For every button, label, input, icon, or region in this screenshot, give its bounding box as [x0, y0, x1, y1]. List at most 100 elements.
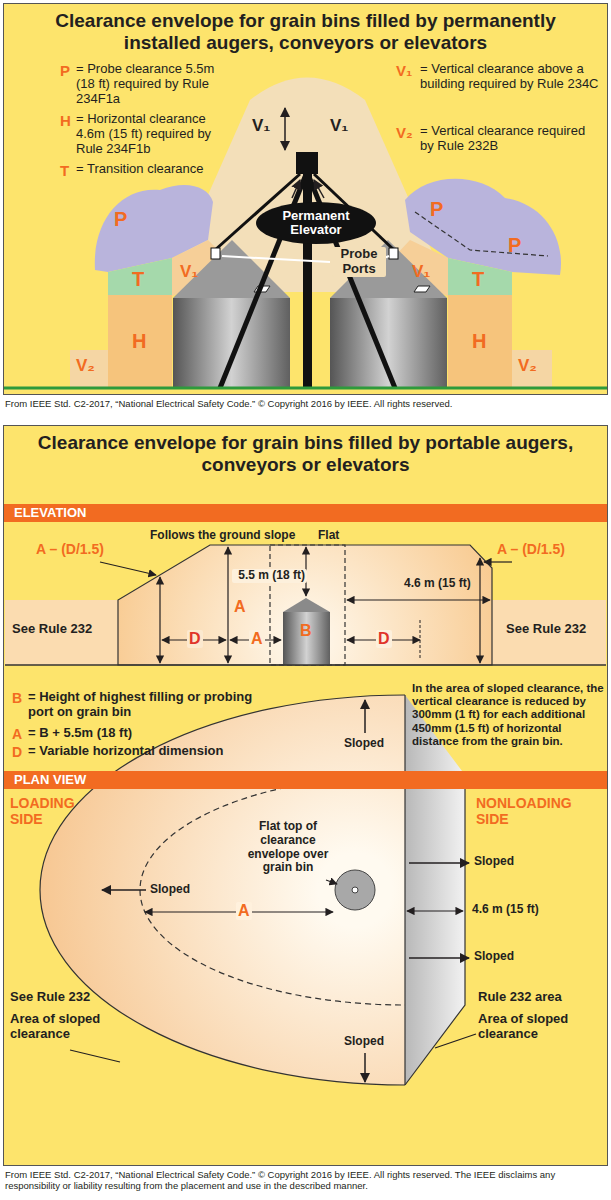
copyright-caption: From IEEE Std. C2-2017, “National Electr… — [5, 399, 605, 410]
region-letter: T — [472, 268, 484, 291]
plan-note: Flat top of clearance envelope over grai… — [238, 820, 338, 875]
legend-letter: H — [60, 112, 71, 129]
top-panel-art-part — [284, 108, 286, 150]
region-letter: H — [132, 330, 146, 353]
bottom-panel-art-part — [409, 862, 469, 864]
bottom-panel-art-part — [435, 1034, 476, 1048]
top-panel-art-part — [292, 180, 300, 198]
bottom-panel-art-part — [283, 612, 330, 665]
top-panel-art-part — [330, 240, 447, 298]
bottom-panel-art-part — [404, 695, 405, 1085]
top-panel-art-part — [222, 256, 330, 262]
region-letter: V₁ — [180, 262, 198, 282]
bottom-panel-art-part — [118, 545, 492, 665]
rule-note: Rule 232 area — [478, 990, 562, 1005]
legend-text: = Transition clearance — [76, 162, 226, 177]
legend-text: = Vertical clearance above a building re… — [420, 62, 602, 92]
callout-label: Probe Ports — [332, 247, 386, 277]
top-panel-art-part — [108, 258, 172, 295]
bottom-panel-art-part — [409, 957, 469, 959]
panel-title: Clearance envelope for grain bins filled… — [33, 432, 578, 477]
legend-text: = Height of highest filling or probing p… — [28, 690, 253, 720]
bottom-panel-art-part — [70, 1050, 120, 1062]
explanatory-note: In the area of sloped clearance, the ver… — [412, 682, 606, 748]
dimension-letter: D — [376, 630, 392, 648]
bottom-panel-art-part — [5, 664, 606, 666]
dimension-note: Follows the ground slope — [150, 529, 295, 543]
bottom-panel-art-part — [283, 598, 330, 612]
top-panel-art-part — [108, 295, 172, 388]
dimension-note: Flat — [318, 529, 339, 543]
bottom-panel-art-part — [159, 577, 160, 663]
legend-text: = Variable horizontal dimension — [28, 744, 253, 759]
region-letter: V₁ — [252, 116, 270, 136]
region-letter: P — [430, 198, 443, 221]
bottom-panel-art-part — [405, 775, 465, 1085]
legend-text: = Vertical clearance required by Rule 23… — [420, 124, 602, 154]
bottom-panel-art-part — [100, 562, 156, 575]
slope-label: Sloped — [474, 855, 514, 869]
side-heading: LOADING SIDE — [10, 795, 90, 827]
elevator-label: Permanent Elevator — [271, 209, 361, 238]
top-panel-art-part — [3, 3, 608, 395]
bottom-panel-art-part — [140, 775, 405, 1005]
area-note: Area of sloped clearance — [478, 1012, 590, 1042]
legend-letter: D — [12, 744, 22, 760]
region-letter: P — [114, 208, 127, 231]
bottom-panel-art-part — [102, 889, 146, 891]
top-panel-art-part — [448, 295, 512, 388]
legend-letter: T — [60, 162, 69, 179]
bottom-panel-art-part — [3, 425, 608, 1166]
dimension-letter: A — [236, 902, 252, 920]
slope-label: Sloped — [344, 1035, 384, 1049]
bottom-panel-art-part — [326, 880, 337, 884]
dimension-letter: A — [234, 598, 246, 616]
rule-note: See Rule 232 — [506, 622, 586, 637]
bottom-panel-art-part — [270, 545, 345, 665]
dimension-letter: D — [187, 630, 203, 648]
panel-title: Clearance envelope for grain bins filled… — [33, 10, 578, 55]
slope-label: Sloped — [150, 883, 190, 897]
top-panel-art-part — [3, 387, 608, 390]
top-panel-art-part — [389, 248, 398, 259]
bottom-panel-art-part — [352, 887, 358, 893]
region-letter: H — [472, 330, 486, 353]
rule-note: See Rule 232 — [12, 622, 92, 637]
dimension-formula: A – (D/1.5) — [36, 541, 104, 557]
bottom-panel-art-part — [405, 695, 465, 1085]
legend-letter: V₂ — [396, 124, 413, 141]
bottom-panel-art-part — [364, 700, 366, 733]
bottom-panel-art-part — [335, 870, 375, 910]
area-note: Area of sloped clearance — [10, 1012, 110, 1042]
region-letter: V₁ — [330, 116, 348, 136]
region-letter: V₂ — [76, 356, 95, 376]
legend-letter: A — [12, 726, 22, 742]
slope-label: Sloped — [344, 737, 384, 751]
rule-note: See Rule 232 — [10, 990, 90, 1005]
dimension-label: 5.5 m (18 ft) — [232, 569, 307, 583]
top-panel-art-part — [414, 286, 430, 292]
dimension-letter: B — [300, 622, 312, 640]
region-letter: V₁ — [412, 262, 430, 282]
legend-letter: B — [12, 690, 22, 706]
elevator-ellipse: Permanent Elevator — [256, 202, 376, 244]
bottom-panel-art — [3, 425, 608, 1166]
legend-text: = Horizontal clearance 4.6m (15 ft) requ… — [76, 112, 226, 157]
section-band: ELEVATION — [4, 504, 607, 522]
bottom-panel-art-part — [479, 558, 480, 663]
side-heading: NONLOADING SIDE — [476, 795, 601, 827]
bottom-panel-art-part — [484, 561, 512, 562]
bottom-panel-art-part — [420, 620, 421, 660]
legend-text: = B + 5.5m (18 ft) — [28, 726, 253, 741]
top-panel-art-part — [173, 298, 290, 388]
bottom-panel-art-part — [492, 600, 606, 665]
top-panel-art-part — [512, 350, 552, 388]
top-panel-art-part — [70, 350, 108, 388]
band-label: PLAN VIEW — [4, 771, 607, 789]
dimension-formula: A – (D/1.5) — [497, 541, 565, 557]
bottom-panel-art-part — [5, 600, 118, 665]
section-band: PLAN VIEW — [4, 771, 607, 789]
dimension-label: 4.6 m (15 ft) — [404, 577, 471, 591]
top-panel-art-part — [173, 240, 290, 298]
